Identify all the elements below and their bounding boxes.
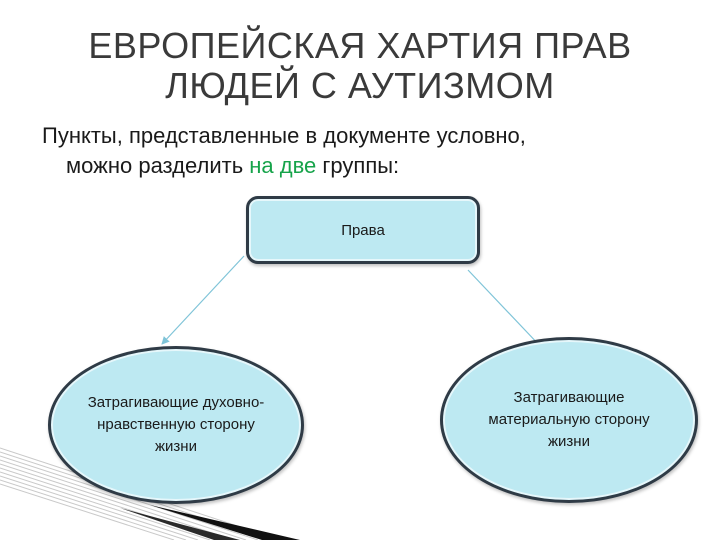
title-line-1: ЕВРОПЕЙСКАЯ ХАРТИЯ ПРАВ — [88, 25, 632, 66]
subtitle-line-1: Пункты, представленные в документе услов… — [42, 123, 526, 148]
arrow-to-left-group — [161, 255, 245, 345]
material-group: Затрагивающие материальную сторону жизни — [440, 337, 698, 503]
rights-box: Права — [246, 196, 480, 264]
subtitle-accent-text: на две — [249, 153, 317, 178]
rights-label: Права — [341, 221, 385, 239]
slide-title: ЕВРОПЕЙСКАЯ ХАРТИЯ ПРАВ ЛЮДЕЙ С АУТИЗМОМ — [60, 26, 660, 106]
subtitle-line-2: можно разделить на две группы: — [42, 151, 682, 181]
spiritual-moral-label: Затрагивающие духовно-нравственную сторо… — [87, 394, 265, 455]
subtitle-text-before: можно разделить — [66, 153, 250, 178]
title-line-2: ЛЮДЕЙ С АУТИЗМОМ — [165, 65, 555, 106]
material-label: Затрагивающие материальную сторону жизни — [488, 389, 650, 450]
arrow-to-right-group — [467, 269, 543, 349]
subtitle-text-after: группы: — [316, 153, 400, 178]
spiritual-moral-group: Затрагивающие духовно-нравственную сторо… — [48, 346, 304, 504]
slide-subtitle: Пункты, представленные в документе услов… — [42, 121, 682, 181]
